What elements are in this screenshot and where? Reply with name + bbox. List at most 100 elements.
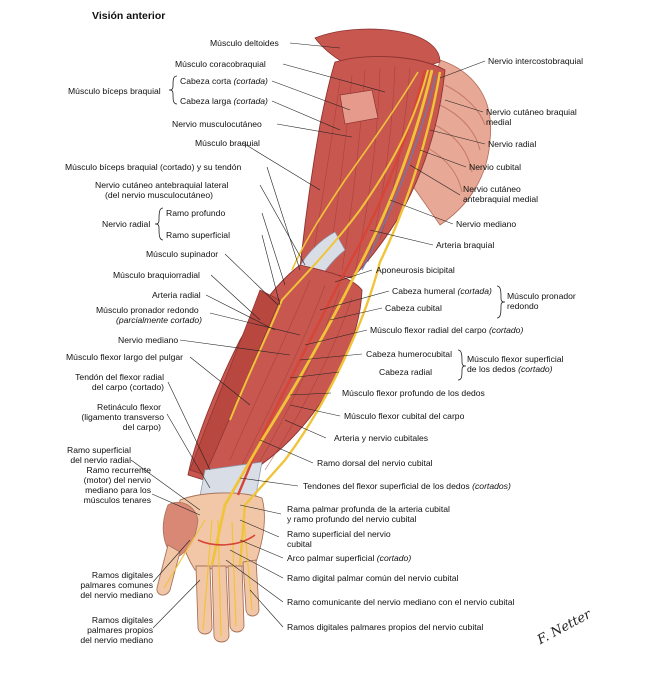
- label-cutaneo-braquial-2: medial: [486, 117, 512, 127]
- label-digital-comun-cubital: Ramo digital palmar común del nervio cub…: [287, 573, 459, 583]
- label-cabeza-corta: Cabeza corta (cortada): [180, 76, 268, 86]
- label-recurrente-1: Ramo recurrente: [86, 465, 151, 475]
- muscle-fibers-lower: [229, 279, 353, 471]
- label-arco-palmar: Arco palmar superficial (cortado): [287, 553, 411, 563]
- label-digitales-propios-1: Ramos digitales: [91, 615, 153, 625]
- label-braces: [154, 75, 506, 381]
- cabeza-larga-text: Cabeza larga: [180, 96, 234, 106]
- cabeza-corta-note: (cortada): [233, 76, 268, 86]
- label-supinador: Músculo supinador: [146, 249, 219, 259]
- label-ramo-sup-cubital-2: cubital: [287, 539, 312, 549]
- label-ramo-sup-radial-2: del nervio radial: [70, 455, 131, 465]
- label-digitales-propios-2: palmares propios: [87, 625, 153, 635]
- label-nervio-mediano-right: Nervio mediano: [456, 219, 517, 229]
- label-ramo-dorsal: Ramo dorsal del nervio cubital: [317, 458, 433, 468]
- label-cutaneo-braquial-1: Nervio cutáneo braquial: [486, 107, 577, 117]
- cabeza-humeral-note: (cortada): [457, 286, 492, 296]
- label-ramo-sup-cubital-1: Ramo superficial del nervio: [287, 529, 391, 539]
- label-rama-palmar-1: Rama palmar profunda de la arteria cubit…: [287, 504, 450, 514]
- label-pronador-group-2: redondo: [507, 301, 539, 311]
- label-fsd-group-2: de los dedos (cortado): [467, 364, 553, 374]
- palmar-arch: [197, 534, 256, 546]
- cabeza-larga-note: (cortada): [233, 96, 268, 106]
- label-aponeurosis: Aponeurosis bicipital: [376, 265, 455, 275]
- finger-index: [195, 565, 213, 635]
- biceps-cut-stump: [339, 89, 379, 125]
- label-cutaneo-lateral-2: (del nervio musculocutáneo): [105, 190, 213, 200]
- label-recurrente-4: músculos tenares: [83, 495, 151, 505]
- fingers: [156, 544, 260, 643]
- label-pronador-redondo-1: Músculo pronador redondo: [96, 305, 199, 315]
- label-digitales-comunes-1: Ramos digitales: [91, 570, 153, 580]
- label-tendones-fsd: Tendones del flexor superficial de los d…: [303, 481, 511, 491]
- label-flexor-profundo: Músculo flexor profundo de los dedos: [342, 388, 485, 398]
- label-nervio-radial-right: Nervio radial: [488, 139, 537, 149]
- label-arteria-nervio-cubitales: Arteria y nervio cubitales: [334, 433, 429, 443]
- tendones-fsd-note: (cortados): [472, 481, 511, 491]
- label-cabeza-humeral: Cabeza humeral (cortada): [392, 286, 492, 296]
- label-coracobraquial: Músculo coracobraquial: [175, 59, 266, 69]
- cabeza-humeral-text: Cabeza humeral: [392, 286, 458, 296]
- label-cabeza-humerocubital: Cabeza humerocubital: [366, 349, 452, 359]
- label-retinaculo-3: del carpo): [122, 422, 161, 432]
- cabeza-corta-text: Cabeza corta: [180, 76, 234, 86]
- label-cutaneo-antebraquial-1: Nervio cutáneo: [463, 184, 521, 194]
- label-cabeza-larga: Cabeza larga (cortada): [180, 96, 268, 106]
- label-deltoides: Músculo deltoides: [210, 38, 279, 48]
- label-recurrente-2: (motor) del nervio: [83, 475, 151, 485]
- brachial-vein: [361, 74, 437, 271]
- label-digitales-comunes-2: palmares comunes: [80, 580, 153, 590]
- label-braquiorradial: Músculo braquiorradial: [113, 270, 200, 280]
- label-musculocutaneo: Nervio musculocutáneo: [172, 119, 262, 129]
- flexor-radial-text: Músculo flexor radial del carpo: [370, 325, 489, 335]
- label-cabeza-radial: Cabeza radial: [379, 367, 433, 377]
- label-ramo-profundo: Ramo profundo: [166, 208, 226, 218]
- label-recurrente-3: mediano para los: [85, 485, 151, 495]
- arco-palmar-text: Arco palmar superficial: [287, 553, 377, 563]
- label-nervio-radial-left: Nervio radial: [102, 219, 151, 229]
- label-nervio-mediano-left: Nervio mediano: [118, 335, 179, 345]
- ulnar-nerve: [238, 71, 442, 566]
- label-biceps-cortado: Músculo bíceps braquial (cortado) y su t…: [65, 162, 242, 172]
- thumb: [156, 544, 181, 596]
- tendones-fsd-text: Tendones del flexor superficial de los d…: [303, 481, 473, 491]
- label-tendon-fcr-2: del carpo (cortado): [92, 382, 164, 392]
- label-arteria-braquial: Arteria braquial: [436, 240, 495, 250]
- label-retinaculo-2: (ligamento transverso: [81, 412, 164, 422]
- label-flexor-radial: Músculo flexor radial del carpo (cortado…: [370, 325, 523, 335]
- label-flexor-cubital: Músculo flexor cubital del carpo: [344, 411, 465, 421]
- radial-nerve: [229, 69, 429, 421]
- leader-lines: [130, 42, 486, 629]
- label-nervio-cubital: Nervio cubital: [469, 162, 522, 172]
- label-ramo-comunicante: Ramo comunicante del nervio mediano con …: [287, 597, 515, 607]
- median-nerve: [210, 69, 434, 566]
- finger-little: [242, 559, 260, 617]
- label-digitales-propios-3: del nervio mediano: [80, 635, 153, 645]
- tendon-fcr-text: del carpo (cortado): [91, 382, 164, 392]
- arco-palmar-note: (cortado): [376, 553, 412, 563]
- label-biceps: Músculo bíceps braquial: [68, 86, 161, 96]
- label-intercostobraquial: Nervio intercostobraquial: [488, 56, 584, 66]
- label-fsd-group-1: Músculo flexor superficial: [467, 354, 564, 364]
- label-ramo-superficial: Ramo superficial: [166, 230, 230, 240]
- digital-nerves: [163, 519, 253, 637]
- label-braquial: Músculo braquial: [195, 138, 260, 148]
- label-pronador-redondo-2: (parcialmente cortado): [116, 315, 202, 325]
- label-rama-palmar-2: y ramo profundo del nervio cubital: [287, 514, 417, 524]
- chest-ribs: [427, 84, 486, 193]
- label-digitales-propios-cubital: Ramos digitales palmares propios del ner…: [287, 622, 484, 632]
- figure-title: Visión anterior: [92, 10, 166, 22]
- flexor-radial-note: (cortado): [488, 325, 524, 335]
- label-pronador-group-1: Músculo pronador: [507, 291, 576, 301]
- label-cutaneo-lateral-1: Nervio cutáneo antebraquial lateral: [95, 180, 229, 190]
- label-arteria-radial: Arteria radial: [152, 290, 201, 300]
- pronador-redondo-note: (parcialmente cortado): [116, 315, 202, 325]
- label-cutaneo-antebraquial-2: antebraquial medial: [463, 194, 539, 204]
- fsd-group-note: (cortado): [518, 364, 553, 374]
- label-retinaculo-1: Retináculo flexor: [96, 402, 161, 412]
- fsd-group-text: de los dedos: [467, 364, 519, 374]
- label-flexor-largo-pulgar: Músculo flexor largo del pulgar: [66, 352, 184, 362]
- label-cabeza-cubital: Cabeza cubital: [385, 303, 442, 313]
